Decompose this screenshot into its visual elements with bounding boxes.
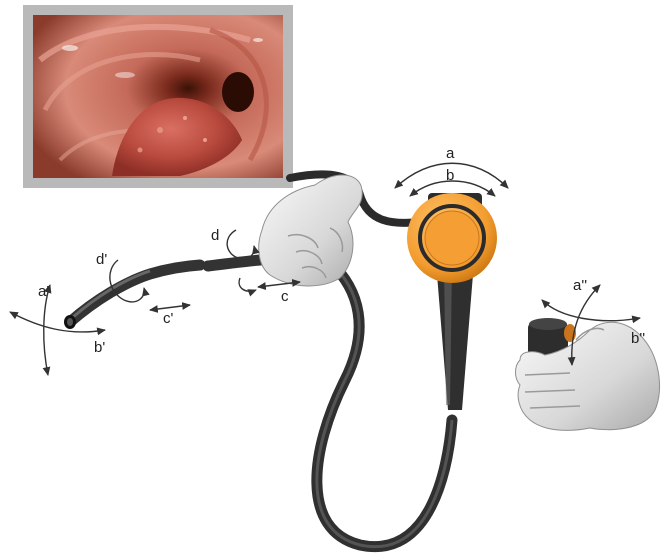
label-d-prime: d' <box>96 251 107 268</box>
label-a: a <box>446 145 455 162</box>
hand-icon <box>259 175 362 286</box>
label-a-dprime: a'' <box>573 277 587 294</box>
label-a-prime: a' <box>38 283 49 300</box>
label-c-prime: c' <box>163 310 174 327</box>
rotation-arrow-d <box>227 230 254 259</box>
rotation-arrow-b-dprime <box>542 300 640 321</box>
label-b-prime: b' <box>94 339 105 356</box>
control-handle <box>436 262 474 410</box>
label-d: d <box>211 227 219 244</box>
label-c: c <box>281 288 289 305</box>
label-b: b <box>446 167 454 184</box>
deflection-arrow-b-prime <box>10 312 105 332</box>
endoscope-control-head-icon <box>407 193 497 283</box>
label-b-dprime: b'' <box>631 330 645 347</box>
distal-insertion-tube <box>70 265 200 322</box>
endoscopy-photo-icon <box>23 5 293 188</box>
